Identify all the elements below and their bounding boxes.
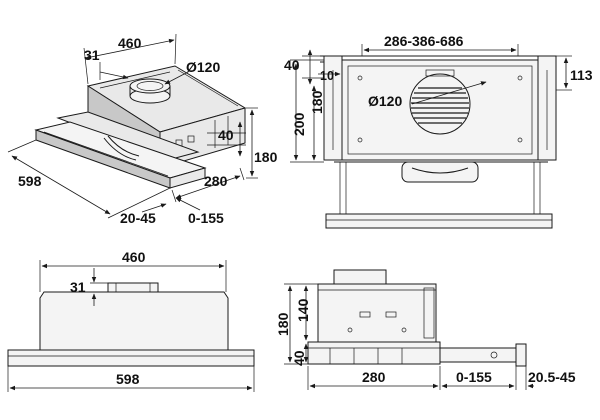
label-front-span: 286-386-686 xyxy=(384,33,464,49)
label-iso-31: 31 xyxy=(84,47,100,63)
front-slide-panel xyxy=(325,161,553,229)
dim-iso-180: 180 xyxy=(246,107,278,179)
isometric-view: 460 31 Ø120 40 180 xyxy=(7,33,278,226)
label-top-31: 31 xyxy=(70,279,86,295)
dim-side-180: 180 xyxy=(275,283,318,365)
label-top-598: 598 xyxy=(116,371,140,387)
label-iso-280: 280 xyxy=(204,173,228,189)
top-body xyxy=(39,291,229,351)
label-front-200: 200 xyxy=(291,112,307,136)
side-collar xyxy=(333,269,387,285)
label-side-40: 40 xyxy=(291,350,307,366)
top-front-plate xyxy=(7,349,255,367)
label-iso-40: 40 xyxy=(218,127,234,143)
dim-front-dia: Ø120 xyxy=(368,81,487,109)
duct-collar-iso xyxy=(129,78,171,104)
dim-front-heights: 200 180 xyxy=(290,59,325,163)
label-front-180: 180 xyxy=(309,90,325,114)
label-iso-dia: Ø120 xyxy=(186,59,220,75)
label-iso-20-45: 20-45 xyxy=(120,210,156,226)
dim-iso-280: 280 xyxy=(171,167,245,203)
dim-iso-40: 40 xyxy=(207,121,246,157)
top-view: 460 31 598 xyxy=(7,249,255,392)
front-view: 286-386-686 40 10 113 Ø120 20 xyxy=(284,33,593,229)
label-top-460: 460 xyxy=(122,249,146,265)
dim-top-460: 460 xyxy=(39,249,227,292)
dim-side-280: 280 xyxy=(307,366,441,390)
dim-top-31: 31 xyxy=(70,268,108,306)
side-slide-rail xyxy=(439,347,521,363)
dim-front-113: 113 xyxy=(556,55,593,91)
label-front-dia: Ø120 xyxy=(368,93,402,109)
dim-front-span: 286-386-686 xyxy=(361,33,519,56)
dim-iso-dia: Ø120 xyxy=(164,59,220,85)
label-side-0-155: 0-155 xyxy=(456,369,492,385)
label-iso-598: 598 xyxy=(18,173,42,189)
dim-side-40: 40 xyxy=(291,343,309,366)
top-collar xyxy=(107,282,159,293)
side-view: 180 140 40 280 0-155 20.5-4 xyxy=(275,269,576,390)
dim-side-140: 140 xyxy=(295,285,311,341)
label-front-113: 113 xyxy=(570,67,593,83)
dim-top-598: 598 xyxy=(7,366,255,392)
dim-iso-598: 598 xyxy=(7,139,171,219)
dim-iso-460: 460 xyxy=(83,33,177,85)
label-iso-180: 180 xyxy=(254,149,278,165)
label-iso-0-155: 0-155 xyxy=(188,210,224,226)
label-front-40: 40 xyxy=(284,57,300,73)
label-side-280: 280 xyxy=(362,369,386,385)
label-side-180: 180 xyxy=(275,312,291,336)
label-side-20-5-45: 20.5-45 xyxy=(528,369,576,385)
blower-grille xyxy=(409,69,471,135)
dim-iso-0-155: 0-155 xyxy=(175,197,224,226)
side-body xyxy=(317,283,437,343)
label-iso-460: 460 xyxy=(118,35,142,51)
dim-iso-20-45: 20-45 xyxy=(120,203,167,226)
dim-side-0-155: 0-155 xyxy=(441,366,517,390)
side-slide-handle xyxy=(515,343,527,367)
dim-iso-31: 31 xyxy=(84,47,129,80)
label-front-10: 10 xyxy=(320,69,334,83)
side-front-plate xyxy=(307,341,441,365)
label-side-140: 140 xyxy=(295,298,311,322)
dim-side-20-5-45: 20.5-45 xyxy=(525,366,576,390)
